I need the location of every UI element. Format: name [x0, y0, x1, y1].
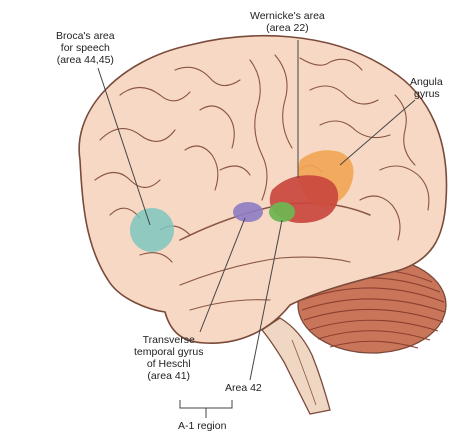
- a1-region-label-text: A-1 region: [178, 420, 226, 432]
- a1-region-label: A-1 region: [178, 420, 226, 432]
- wernicke-label-line2: (area 22): [250, 22, 325, 34]
- wernicke-label: Wernicke's area (area 22): [250, 10, 325, 34]
- angular-label-line1: Angula: [410, 76, 443, 88]
- heschl-region: [233, 202, 263, 222]
- heschl-label-line4: (area 41): [134, 370, 203, 382]
- heschl-label-line3: of Heschl: [134, 358, 203, 370]
- broca-label-line1: Broca's area: [56, 30, 115, 42]
- area42-label-text: Area 42: [225, 382, 262, 394]
- broca-label: Broca's area for speech (area 44,45): [56, 30, 115, 66]
- heschl-label-line2: temporal gyrus: [134, 346, 203, 358]
- angular-label-line2: gyrus: [410, 88, 443, 100]
- wernicke-label-line1: Wernicke's area: [250, 10, 325, 22]
- heschl-label: Transverse temporal gyrus of Heschl (are…: [134, 334, 203, 382]
- broca-region: [130, 208, 174, 252]
- area42-region: [269, 202, 295, 222]
- broca-label-line2: for speech: [56, 42, 115, 54]
- broca-label-line3: (area 44,45): [56, 54, 115, 66]
- area42-label: Area 42: [225, 382, 262, 394]
- heschl-label-line1: Transverse: [134, 334, 203, 346]
- angular-gyrus-label: Angula gyrus: [410, 76, 443, 100]
